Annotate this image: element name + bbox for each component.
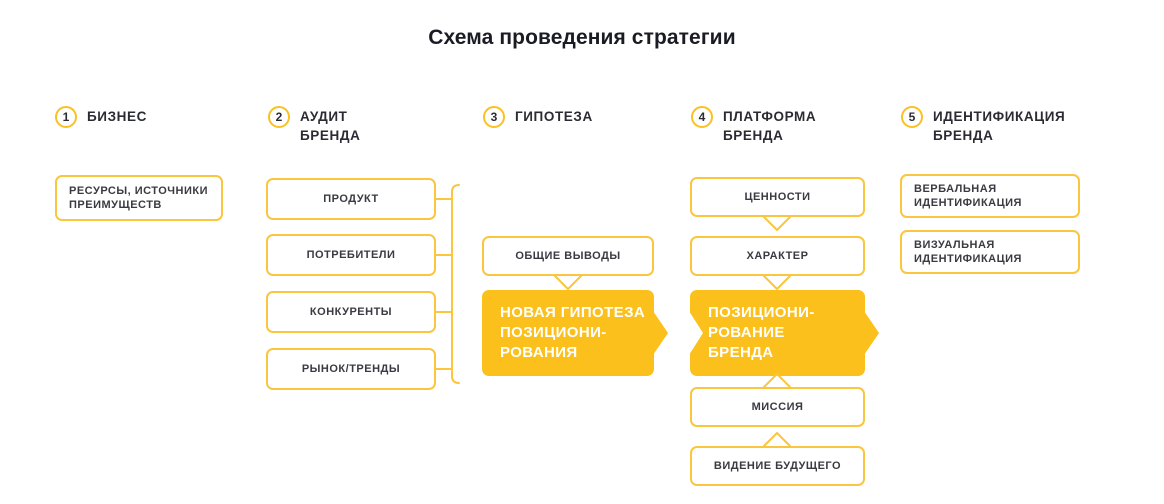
arrow-right-icon: [864, 311, 879, 355]
column-header-brand-identification: 5 ИДЕНТИФИКАЦИЯ БРЕНДА: [901, 105, 1065, 145]
node-consumers[interactable]: ПОТРЕБИТЕЛИ: [266, 234, 436, 276]
node-character[interactable]: ХАРАКТЕР: [690, 236, 865, 276]
block-new-positioning-hypothesis-label: НОВАЯ ГИПОТЕЗА ПОЗИЦИОНИ- РОВАНИЯ: [500, 304, 646, 361]
column-header-hypothesis: 3 ГИПОТЕЗА: [483, 105, 593, 128]
connector-audit-spine-bottom-cap: [451, 375, 460, 384]
connector-character-to-positioning: [763, 275, 791, 290]
column-title-brand-identification: ИДЕНТИФИКАЦИЯ БРЕНДА: [933, 109, 1066, 143]
block-brand-positioning[interactable]: ПОЗИЦИОНИ- РОВАНИЕ БРЕНДА: [689, 290, 879, 376]
column-title-brand-platform: ПЛАТФОРМА БРЕНДА: [723, 109, 817, 143]
step-number-4-icon: 4: [691, 106, 713, 128]
node-values[interactable]: ЦЕННОСТИ: [690, 177, 865, 217]
node-competitors[interactable]: КОНКУРЕНТЫ: [266, 291, 436, 333]
column-title-brand-audit: АУДИТ БРЕНДА: [300, 109, 361, 143]
block-new-positioning-hypothesis[interactable]: НОВАЯ ГИПОТЕЗА ПОЗИЦИОНИ- РОВАНИЯ: [482, 290, 668, 376]
block-brand-positioning-label: ПОЗИЦИОНИ- РОВАНИЕ БРЕНДА: [708, 304, 815, 361]
connector-audit-spine-top-cap: [451, 184, 460, 193]
column-title-hypothesis: ГИПОТЕЗА: [515, 109, 593, 124]
step-number-1-icon: 1: [55, 106, 77, 128]
node-visual-identification[interactable]: ВИЗУАЛЬНАЯ ИДЕНТИФИКАЦИЯ: [900, 230, 1080, 274]
column-header-brand-audit: 2 АУДИТ БРЕНДА: [268, 105, 360, 145]
column-header-brand-platform: 4 ПЛАТФОРМА БРЕНДА: [691, 105, 816, 145]
step-number-3-icon: 3: [483, 106, 505, 128]
column-header-business: 1 БИЗНЕС: [55, 105, 147, 128]
arrow-right-icon: [653, 311, 668, 355]
page-title: Схема проведения стратегии: [428, 26, 736, 49]
node-product[interactable]: ПРОДУКТ: [266, 178, 436, 220]
node-vision-of-future[interactable]: ВИДЕНИЕ БУДУЩЕГО: [690, 446, 865, 486]
arrow-notch-icon: [689, 311, 703, 355]
column-title-business: БИЗНЕС: [87, 109, 147, 124]
node-mission[interactable]: МИССИЯ: [690, 387, 865, 427]
step-number-2-icon: 2: [268, 106, 290, 128]
node-verbal-identification[interactable]: ВЕРБАЛЬНАЯ ИДЕНТИФИКАЦИЯ: [900, 174, 1080, 218]
node-market-trends[interactable]: РЫНОК/ТРЕНДЫ: [266, 348, 436, 390]
node-resources-sources[interactable]: РЕСУРСЫ, ИСТОЧНИКИ ПРЕИМУЩЕСТВ: [55, 175, 223, 221]
connector-mission-to-vision: [763, 432, 791, 447]
connector-values-to-character: [763, 216, 791, 231]
connector-conclusions-to-hypothesis: [554, 275, 582, 290]
node-general-conclusions[interactable]: ОБЩИЕ ВЫВОДЫ: [482, 236, 654, 276]
step-number-5-icon: 5: [901, 106, 923, 128]
